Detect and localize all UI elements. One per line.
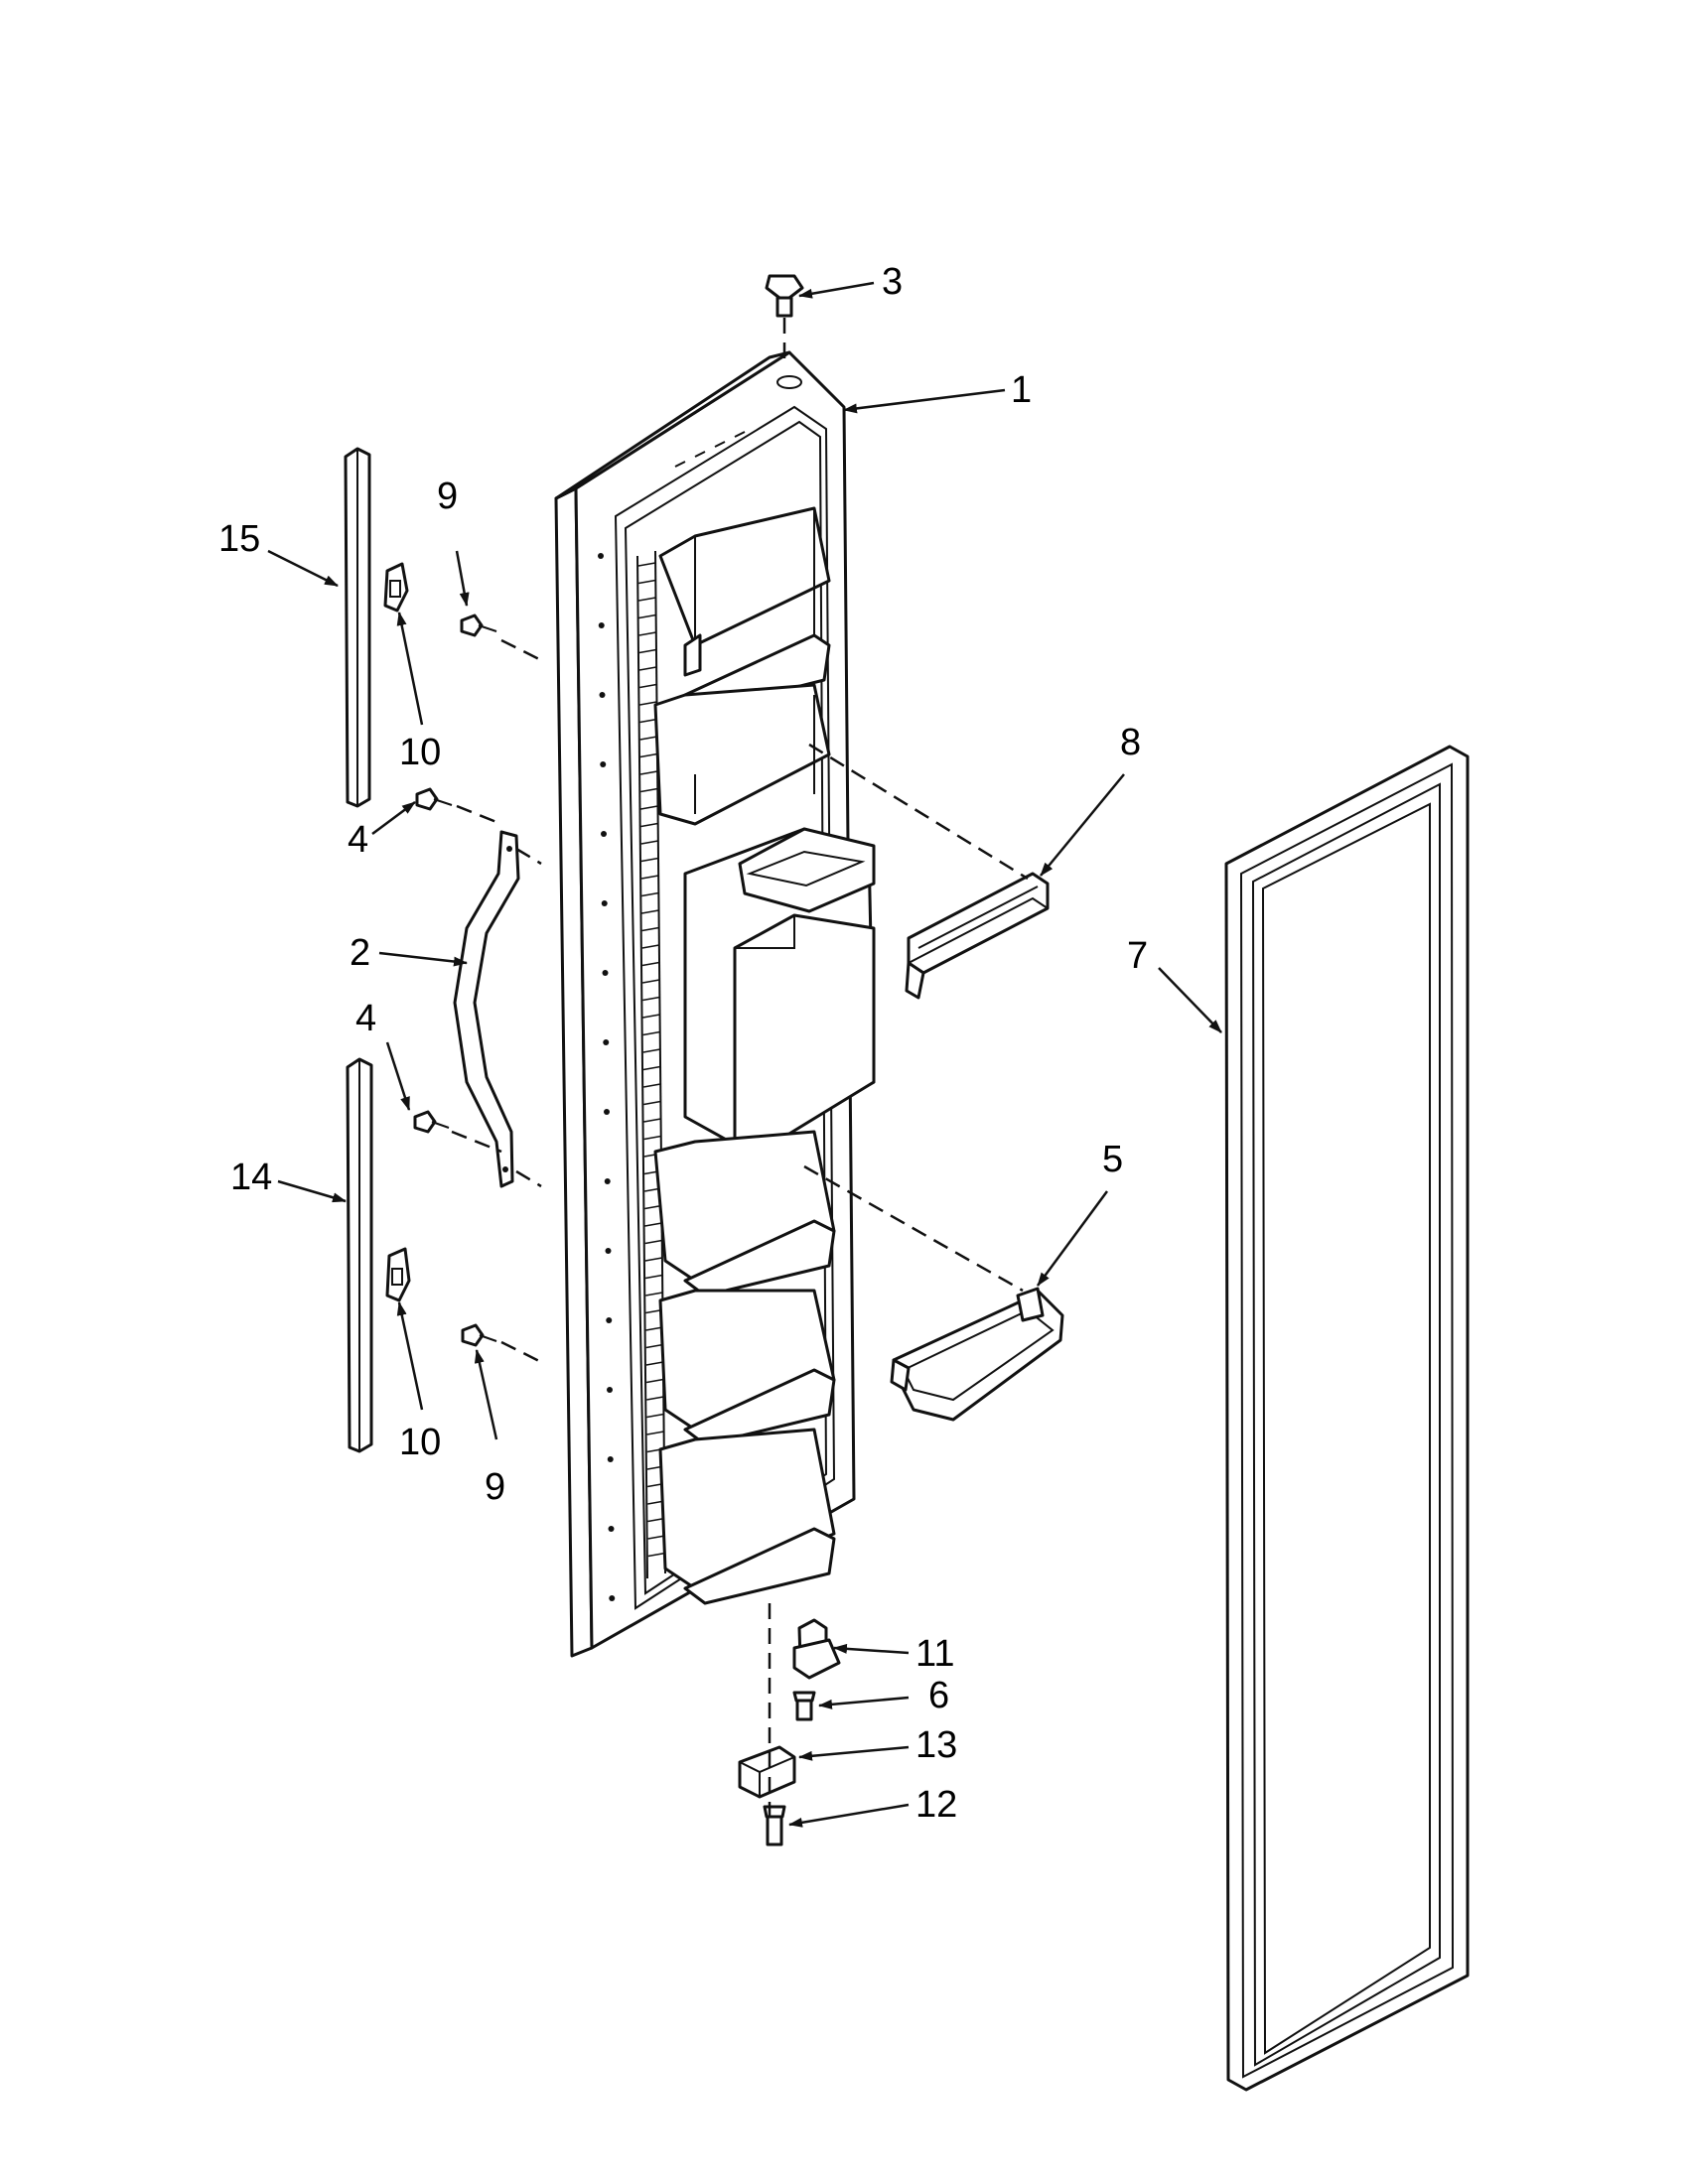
hinge-bracket-13 (738, 1745, 796, 1799)
screw-12 (763, 1805, 786, 1846)
trim-strip-14 (346, 1057, 373, 1453)
trim-strip-15 (344, 447, 371, 808)
callout-8: 8 (1120, 722, 1141, 763)
screw-4-upper (415, 787, 453, 811)
assembly-lines (451, 318, 1029, 1817)
screw-4-lower (413, 1110, 450, 1134)
door-bin-5 (890, 1287, 1064, 1422)
callout-13: 13 (915, 1724, 957, 1766)
door-gasket-7 (1224, 745, 1470, 2092)
callout-4-upper: 4 (348, 819, 368, 861)
callout-14: 14 (230, 1157, 272, 1198)
callout-5: 5 (1102, 1139, 1123, 1180)
callout-10-lower: 10 (399, 1422, 441, 1463)
leader-arrows (267, 281, 1222, 1828)
hinge-bushing-11 (792, 1618, 841, 1680)
clip-10-upper (383, 562, 409, 613)
callout-2: 2 (350, 932, 370, 974)
callout-9-upper: 9 (437, 476, 458, 517)
callout-10-upper: 10 (399, 732, 441, 773)
ice-dispenser-housing (683, 827, 876, 1144)
callout-1: 1 (1011, 369, 1032, 411)
screw-9-lower (461, 1323, 497, 1347)
screw-6 (792, 1691, 816, 1721)
callout-6: 6 (928, 1675, 949, 1716)
door-handle (453, 830, 520, 1188)
screw-9-upper (460, 614, 497, 637)
door-rivets (598, 553, 616, 1601)
callout-7: 7 (1127, 935, 1148, 977)
upper-bin-2 (653, 683, 831, 826)
lower-bin-3 (658, 1428, 836, 1605)
lower-bin-1 (653, 1130, 836, 1297)
hinge-pin-top (765, 274, 804, 318)
callout-9-lower: 9 (485, 1466, 505, 1508)
callout-4-lower: 4 (355, 998, 376, 1039)
shelf-rail-8 (905, 872, 1050, 1000)
callout-3: 3 (882, 261, 903, 303)
clip-10-lower (385, 1247, 411, 1302)
callout-11: 11 (915, 1633, 954, 1675)
gasket-channel-ticks (637, 562, 665, 1558)
callout-15: 15 (218, 518, 260, 560)
callout-12: 12 (915, 1784, 957, 1826)
callout-labels: 3 1 9 15 10 8 4 2 7 4 5 14 10 9 11 6 13 … (218, 261, 1148, 1826)
